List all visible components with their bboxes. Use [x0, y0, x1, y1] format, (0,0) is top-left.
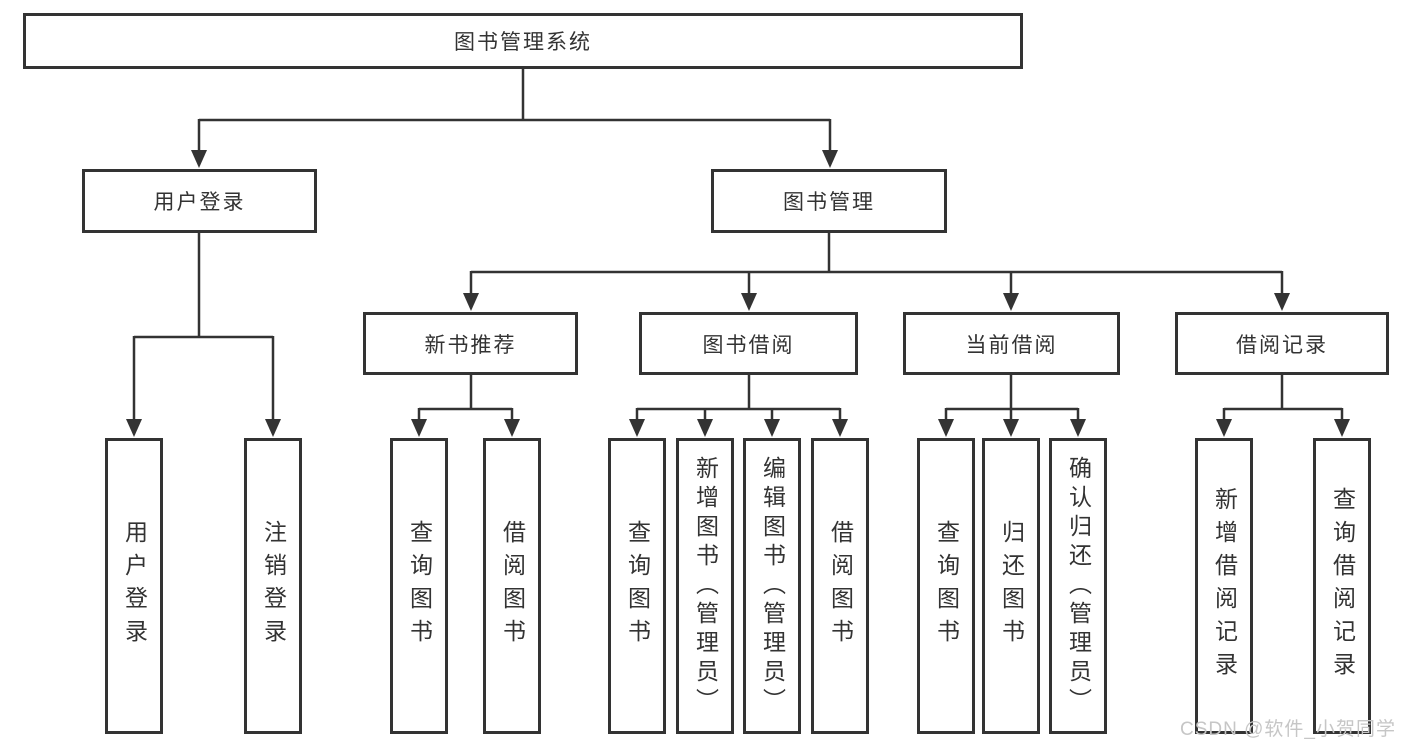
leaf-bb-query-books-label: 查询图书 — [624, 520, 651, 652]
leaf-logout-label: 注销登录 — [260, 520, 287, 652]
leaf-cb-confirm-return-admin: 确认归还（管理员） — [1049, 438, 1107, 734]
leaf-nbr-borrow-books: 借阅图书 — [483, 438, 541, 734]
node-current-borrow-label: 当前借阅 — [965, 333, 1058, 357]
node-root: 图书管理系统 — [23, 13, 1023, 69]
leaf-br-query-record: 查询借阅记录 — [1313, 438, 1371, 734]
leaf-logout: 注销登录 — [244, 438, 302, 734]
node-current-borrow: 当前借阅 — [903, 312, 1120, 375]
leaf-cb-query-books-label: 查询图书 — [933, 520, 960, 652]
leaf-bb-query-books: 查询图书 — [608, 438, 666, 734]
node-root-label: 图书管理系统 — [454, 31, 592, 54]
leaf-nbr-query-books-label: 查询图书 — [406, 520, 433, 652]
arrowheads — [126, 150, 1350, 437]
leaf-br-query-record-label: 查询借阅记录 — [1329, 487, 1356, 685]
leaf-bb-add-books-admin: 新增图书（管理员） — [676, 438, 734, 734]
leaf-bb-edit-books-admin-label: 编辑图书（管理员） — [759, 455, 786, 717]
leaf-bb-borrow-books-label: 借阅图书 — [827, 520, 854, 652]
node-borrow-record-label: 借阅记录 — [1236, 333, 1328, 357]
csdn-watermark: CSDN @软件_小贺同学 — [1180, 719, 1396, 740]
node-book-borrow-label: 图书借阅 — [702, 333, 795, 357]
leaf-cb-confirm-return-admin-label: 确认归还（管理员） — [1065, 455, 1092, 717]
node-user-login: 用户登录 — [82, 169, 317, 233]
leaf-br-add-record-label: 新增借阅记录 — [1211, 487, 1238, 685]
leaf-bb-edit-books-admin: 编辑图书（管理员） — [743, 438, 801, 734]
leaf-cb-return-books-label: 归还图书 — [998, 520, 1025, 652]
leaf-nbr-borrow-books-label: 借阅图书 — [499, 520, 526, 652]
leaf-cb-query-books: 查询图书 — [917, 438, 975, 734]
node-book-management-label: 图书管理 — [783, 191, 875, 214]
leaf-cb-return-books: 归还图书 — [982, 438, 1040, 734]
node-book-borrow: 图书借阅 — [639, 312, 858, 375]
leaf-br-add-record: 新增借阅记录 — [1195, 438, 1253, 734]
leaf-user-login-label: 用户登录 — [121, 520, 148, 652]
node-user-login-label: 用户登录 — [153, 191, 246, 214]
node-book-management: 图书管理 — [711, 169, 947, 233]
leaf-bb-add-books-admin-label: 新增图书（管理员） — [692, 455, 719, 717]
node-new-book-recommend: 新书推荐 — [363, 312, 578, 375]
leaf-user-login: 用户登录 — [105, 438, 163, 734]
node-new-book-recommend-label: 新书推荐 — [424, 333, 517, 357]
leaf-nbr-query-books: 查询图书 — [390, 438, 448, 734]
leaf-bb-borrow-books: 借阅图书 — [811, 438, 869, 734]
node-borrow-record: 借阅记录 — [1175, 312, 1389, 375]
